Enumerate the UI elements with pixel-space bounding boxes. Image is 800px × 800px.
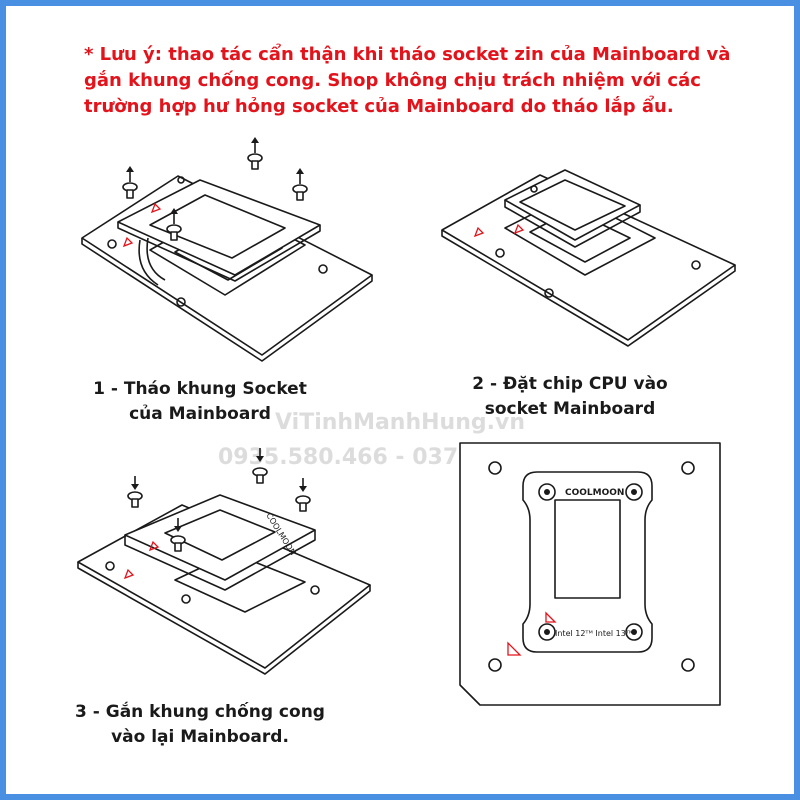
- step1-screw: [247, 137, 263, 170]
- step1-lever: [138, 239, 159, 286]
- step1-screw: [122, 166, 138, 199]
- step3-caption: 3 - Gắn khung chống cong vào lại Mainboa…: [70, 700, 330, 750]
- step4-illustration: COOLMOON Intel 12ᵀᴹ Intel 13ᵀᴹ: [459, 442, 721, 706]
- step3-screw: [252, 448, 268, 484]
- step4-frame-brand: COOLMOON: [565, 488, 624, 498]
- watermark-site: ViTinhManhHung.vn: [275, 410, 525, 435]
- step2-caption-line2: socket Mainboard: [484, 399, 656, 419]
- step1-screw: [166, 208, 182, 241]
- step2-caption: 2 - Đặt chip CPU vào socket Mainboard: [440, 372, 700, 422]
- step1-caption-line1: 1 - Tháo khung Socket: [93, 379, 307, 399]
- step2-caption-line1: 2 - Đặt chip CPU vào: [472, 374, 668, 394]
- step3-screw: [295, 478, 311, 512]
- step2-illustration: [441, 169, 736, 347]
- step1-caption: 1 - Tháo khung Socket của Mainboard: [70, 377, 330, 427]
- step4-frame-label: Intel 12ᵀᴹ Intel 13ᵀᴹ: [555, 629, 633, 638]
- step1-caption-line2: của Mainboard: [129, 404, 271, 424]
- step1-screw: [292, 168, 308, 201]
- step1-illustration: [81, 137, 373, 362]
- step3-illustration: COOLMOON: [77, 448, 371, 675]
- step3-caption-line1: 3 - Gắn khung chống cong: [75, 702, 325, 722]
- step3-caption-line2: vào lại Mainboard.: [111, 727, 289, 747]
- step3-screw: [170, 518, 186, 552]
- step4-frame-window: [554, 499, 621, 599]
- step3-screw: [127, 476, 143, 508]
- warning-notice: * Lưu ý: thao tác cẩn thận khi tháo sock…: [84, 44, 731, 117]
